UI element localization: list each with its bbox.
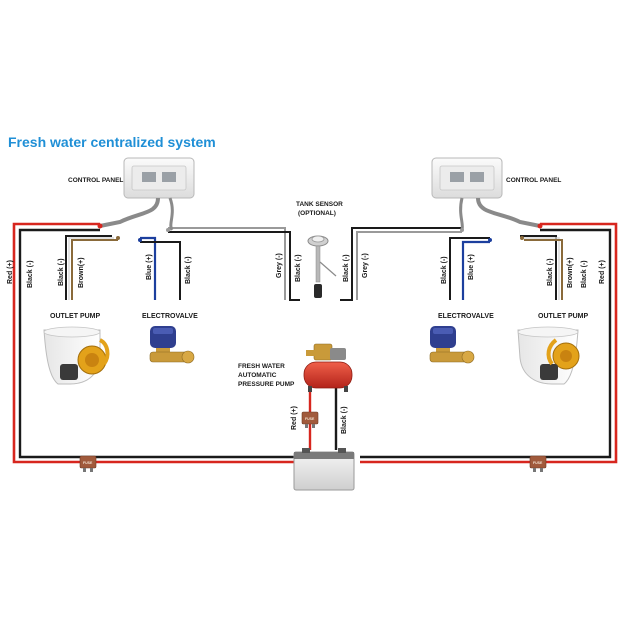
diagram-title: Fresh water centralized system: [8, 134, 216, 150]
electrovalve-icon: [149, 326, 195, 364]
sensor-wire-right-black: [340, 227, 462, 301]
red-wire-right: [540, 222, 618, 464]
fuse-right-label: FUSE: [533, 461, 543, 465]
outlet-pump-icon: [43, 326, 110, 385]
wire-label-black-sensor-right: Black (-): [343, 254, 350, 282]
wire-label-grey-sensor-left: Grey (-): [276, 253, 283, 278]
wire-label-black-right: Black (-): [581, 260, 588, 288]
pressure-pump-icon: [303, 343, 353, 392]
electrovalve-left-label: ELECTROVALVE: [142, 313, 198, 320]
black-wire-left: [18, 228, 300, 459]
wire-label-black-valve-left: Black (-): [185, 256, 192, 284]
black-wire-right: [360, 228, 612, 459]
outlet-pump-right: OUTLET PUMP: [517, 313, 588, 385]
wire-label-black-sensor-left: Black (-): [295, 254, 302, 282]
pressure-pump-label-3: PRESSURE PUMP: [238, 381, 295, 388]
electrovalve-right-label: ELECTROVALVE: [438, 313, 494, 320]
sensor-wire-left-black: [168, 231, 300, 301]
wire-label-grey-sensor-right: Grey (-): [362, 253, 369, 278]
pressure-pump: FRESH WATER AUTOMATIC PRESSURE PUMP: [238, 343, 353, 392]
control-panel-left: CONTROL PANEL: [68, 157, 195, 242]
sensor-wire-right-grey: [356, 231, 462, 300]
brown-wire-outlet-right: [524, 239, 563, 300]
electrovalve-icon: [429, 326, 475, 364]
fuse-left-label: FUSE: [83, 461, 93, 465]
wire-label-black-valve-right: Black (-): [441, 256, 448, 284]
fuse-icon: [529, 455, 547, 472]
brown-wire-outlet-left: [71, 239, 118, 300]
tank-sensor: TANK SENSOR (OPTIONAL): [296, 201, 343, 298]
white-wire-outlet-left: [68, 237, 114, 300]
blue-wire-valve-right: [461, 240, 490, 300]
tank-sensor-label: TANK SENSOR: [296, 201, 343, 208]
outlet-pump-icon: [517, 326, 580, 385]
wiring: [12, 222, 618, 464]
outlet-pump-right-label: OUTLET PUMP: [538, 313, 588, 320]
control-panel-right-label: CONTROL PANEL: [506, 177, 561, 184]
wire-label-blue-valve-right: Blue (+): [468, 254, 475, 280]
red-wire-left: [12, 222, 100, 464]
pressure-pump-label-1: FRESH WATER: [238, 363, 285, 370]
wire-label-black-outlet-right: Black (-): [547, 258, 554, 286]
wire-label-black-left: Black (-): [27, 260, 34, 288]
sensor-wire-left-grey: [168, 227, 286, 300]
blue-wire-valve-left: [140, 236, 157, 300]
black-wire-valve-left: [140, 241, 181, 300]
fuse-pump-label: FUSE: [305, 417, 315, 421]
wire-label-brown-outlet-right: Brown(+): [567, 257, 574, 288]
black-wire-outlet-left: [65, 235, 112, 300]
electrovalve-right: ELECTROVALVE: [429, 313, 494, 364]
electrovalve-left: ELECTROVALVE: [142, 313, 198, 364]
wire-label-blue-valve-left: Blue (+): [146, 254, 153, 280]
wire-label-red-pump: Red (+): [291, 406, 298, 430]
wire-label-brown-outlet-left: Brown(+): [78, 257, 85, 288]
control-panel-left-label: CONTROL PANEL: [68, 177, 123, 184]
battery-icon: [293, 448, 355, 491]
wire-labels: Red (+) Black (-) Black (-) Brown(+) Blu…: [7, 253, 606, 434]
control-panel-right: CONTROL PANEL: [431, 157, 561, 242]
tank-sensor-icon: [307, 235, 337, 298]
pressure-pump-label-2: AUTOMATIC: [238, 372, 277, 379]
outlet-pump-left: OUTLET PUMP: [43, 313, 110, 385]
fuse-right: FUSE: [529, 455, 547, 472]
fuse-icon: [301, 411, 319, 428]
wire-label-black-outlet-left: Black (-): [58, 258, 65, 286]
wire-label-red-right: Red (+): [599, 260, 606, 284]
white-wire-outlet-right: [522, 237, 560, 300]
outlet-pump-left-label: OUTLET PUMP: [50, 313, 100, 320]
wire-label-black-pump: Black (-): [341, 406, 348, 434]
wire-label-red-left: Red (+): [7, 260, 14, 284]
fuse-pump: FUSE: [301, 411, 319, 428]
fuse-icon: [79, 455, 97, 472]
tank-sensor-optional-label: (OPTIONAL): [298, 210, 336, 217]
black-wire-outlet-right: [520, 235, 557, 300]
fuse-left: FUSE: [79, 455, 97, 472]
black-wire-valve-right: [449, 237, 490, 300]
